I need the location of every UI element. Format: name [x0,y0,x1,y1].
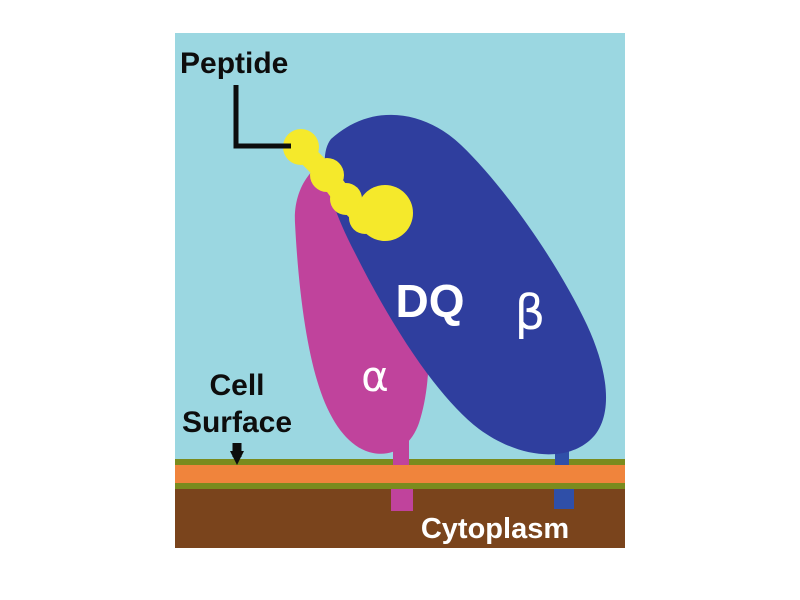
peptide-bead-5 [357,185,413,241]
peptide-group [283,129,413,241]
peptide-bead-1 [283,129,319,165]
cell-surface-arrow [230,443,244,465]
peptide-bead-2 [310,158,344,192]
cell-surface-label-line1: Cell [209,369,264,402]
peptide-leader-line [233,85,291,149]
cell-surface-label-line2: Surface [182,406,292,439]
mhc-class-ii-diagram: Peptide Cell Surface DQ α β Cytoplasm [175,33,625,548]
diagram-panel: Peptide Cell Surface DQ α β Cytoplasm [175,33,625,548]
beta-cytoplasmic-tail [554,489,574,509]
beta-chain-label: β [515,285,546,341]
alpha-cytoplasmic-tail [391,489,413,511]
alpha-chain-label: α [361,352,389,401]
peptide-label: Peptide [180,47,288,80]
dq-molecule-label: DQ [396,275,465,327]
cytoplasm-label: Cytoplasm [421,513,569,545]
membrane-inner-leaflet-line [175,483,625,489]
membrane-core-band [175,465,625,483]
